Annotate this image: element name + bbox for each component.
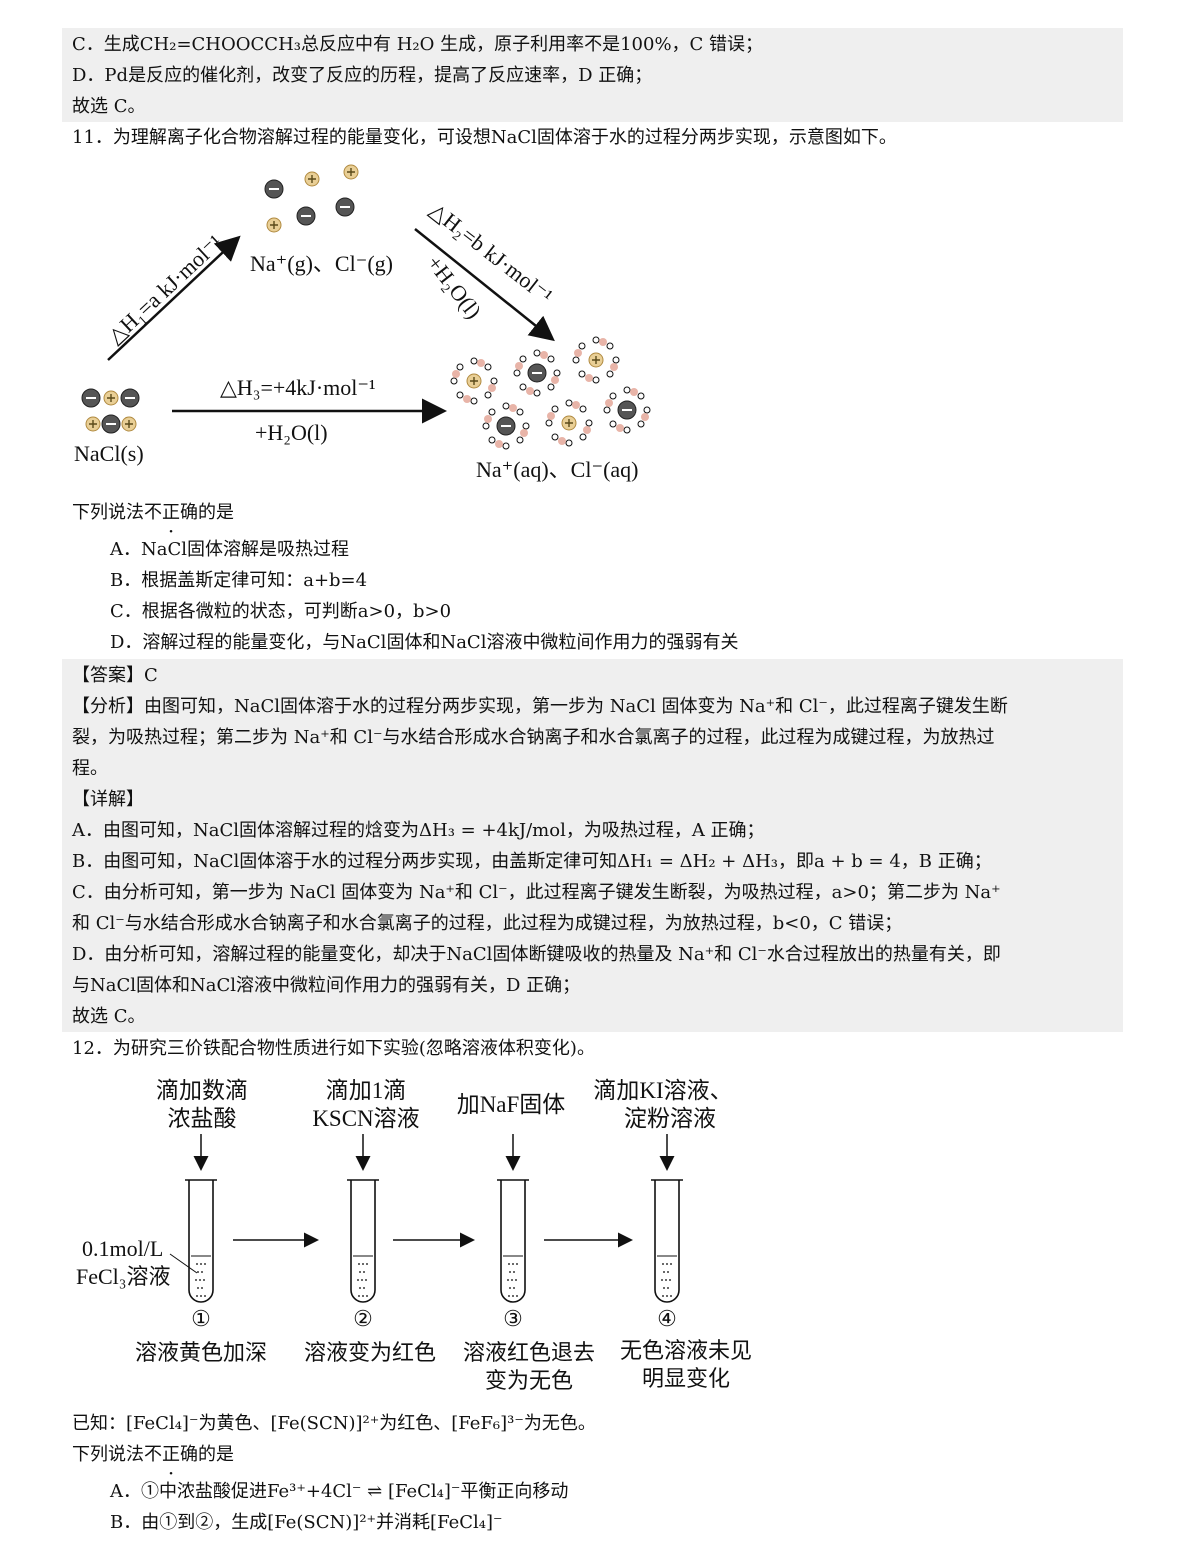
solution-block-q11 (62, 659, 1123, 1032)
reagent-4-line2: 淀粉溶液 (624, 1106, 716, 1131)
reagent-1-line2: 浓盐酸 (168, 1106, 237, 1131)
aq-label: Na⁺(aq)、Cl⁻(aq) (476, 457, 639, 482)
q11-detail-d2: 与NaCl固体和NaCl溶液中微粒间作用力的强弱有关，D 正确； (72, 975, 581, 996)
test-tube-3 (496, 1179, 530, 1303)
q11-option-b: B．根据盖斯定律可知：a+b=4 (110, 570, 368, 591)
reagent-2-line1: 滴加1滴 (326, 1078, 407, 1103)
test-tube-1 (184, 1179, 218, 1303)
observation-3a: 溶液红色退去 (463, 1340, 595, 1365)
tube-number-1: ① (191, 1306, 211, 1331)
q11-option-c: C．根据各微粒的状态，可判断a>0，b>0 (110, 601, 452, 622)
arrow-dh1 (107, 235, 241, 361)
dh3-water-label: +H₂O(l) (255, 420, 328, 445)
solution-pointer (169, 1253, 198, 1274)
emphasis-text: 不正确 (144, 1444, 198, 1465)
q11-analysis-2: 裂，为吸热过程；第二步为 Na⁺和 Cl⁻与水结合形成水合钠离子和水合氯离子的过… (72, 727, 995, 748)
observation-4b: 明显变化 (642, 1366, 730, 1391)
q11-detail-c1: C．由分析可知，第一步为 NaCl 固体变为 Na⁺和 Cl⁻，此过程离子键发生… (72, 882, 1001, 903)
q11-analysis-3: 程。 (72, 758, 108, 779)
reagent-3-line1: 加NaF固体 (457, 1092, 566, 1117)
q11-detail-b: B．由图可知，NaCl固体溶于水的过程分两步实现，由盖斯定律可知ΔH₁ = ΔH… (72, 851, 992, 872)
q12-stem: 12．为研究三价铁配合物性质进行如下实验(忽略溶液体积变化)。 (72, 1038, 595, 1059)
q12-ask: 下列说法不正确的是 (72, 1439, 234, 1470)
q11-detail-a: A．由图可知，NaCl固体溶解过程的焓变为ΔH₃ = +4kJ/mol，为吸热过… (72, 820, 765, 841)
reagent-1-line1: 滴加数滴 (156, 1078, 248, 1103)
q11-end: 故选 C。 (72, 1006, 146, 1027)
solid-nacl-icon (81, 388, 140, 434)
q11-detail-d1: D．由分析可知，溶解过程的能量变化，却决于NaCl固体断键吸收的热量及 Na⁺和… (72, 944, 1001, 965)
dh1-label: △H₁=a kJ·mol⁻¹ (102, 230, 227, 349)
solution-label-1: 0.1mol/L (82, 1236, 163, 1261)
q11-detail-title: 【详解】 (72, 789, 144, 810)
dh3-label: △H₃=+4kJ·mol⁻¹ (220, 375, 376, 400)
tube-number-4: ④ (657, 1306, 677, 1331)
arrow-dh2 (414, 228, 555, 342)
q11-option-a: A．NaCl固体溶解是吸热过程 (110, 539, 350, 560)
gas-label: Na⁺(g)、Cl⁻(g) (250, 251, 393, 276)
solid-label: NaCl(s) (74, 441, 144, 466)
observation-4a: 无色溶液未见 (620, 1338, 752, 1363)
tube-number-3: ③ (503, 1306, 523, 1331)
gas-ions (264, 164, 359, 233)
q11-energy-diagram: Na⁺(g)、Cl⁻(g) NaCl(s) △H₁=a kJ·mol⁻¹ △H₂… (74, 164, 651, 482)
top-line-d: D．Pd是反应的催化剂，改变了反应的历程，提高了反应速率，D 正确； (72, 65, 653, 86)
q11-ask: 下列说法不正确的是 (72, 497, 234, 528)
tube-number-2: ② (353, 1306, 373, 1331)
observation-2: 溶液变为红色 (304, 1340, 436, 1365)
q12-option-b: B．由①到②，生成[Fe(SCN)]²⁺并消耗[FeCl₄]⁻ (110, 1512, 503, 1533)
emphasis-text: 不正确 (144, 502, 198, 523)
observation-1: 溶液黄色加深 (135, 1340, 267, 1365)
q11-answer: 【答案】C (72, 665, 158, 686)
hydrated-ions (450, 336, 651, 450)
test-tube-2 (346, 1179, 380, 1303)
top-line-c: C．生成CH₂=CHOOCCH₃总反应中有 H₂O 生成，原子利用率不是100%… (72, 34, 764, 55)
solution-block-top (62, 28, 1123, 122)
test-tube-4 (650, 1179, 684, 1303)
q12-option-a: A．①中浓盐酸促进Fe³⁺+4Cl⁻ ⇌ [FeCl₄]⁻平衡正向移动 (110, 1481, 569, 1502)
q11-stem: 11．为理解离子化合物溶解过程的能量变化，可设想NaCl固体溶于水的过程分两步实… (72, 127, 897, 148)
q12-experiment-diagram: 滴加数滴 浓盐酸 滴加1滴 KSCN溶液 加NaF固体 滴加KI溶液、 淀粉溶液… (76, 1078, 752, 1393)
q11-analysis-1: 【分析】由图可知，NaCl固体溶于水的过程分两步实现，第一步为 NaCl 固体变… (72, 696, 1008, 717)
q11-option-d: D．溶解过程的能量变化，与NaCl固体和NaCl溶液中微粒间作用力的强弱有关 (110, 632, 739, 653)
top-line-end: 故选 C。 (72, 96, 146, 117)
observation-3b: 变为无色 (485, 1368, 573, 1393)
reagent-2-line2: KSCN溶液 (312, 1106, 419, 1131)
reagent-4-line1: 滴加KI溶液、 (593, 1078, 732, 1103)
q11-detail-c2: 和 Cl⁻与水结合形成水合钠离子和水合氯离子的过程，此过程为成键过程，为放热过程… (72, 913, 903, 934)
q12-known: 已知：[FeCl₄]⁻为黄色、[Fe(SCN)]²⁺为红色、[FeF₆]³⁻为无… (72, 1413, 596, 1434)
solution-label-2: FeCl₃溶液 (76, 1264, 170, 1289)
